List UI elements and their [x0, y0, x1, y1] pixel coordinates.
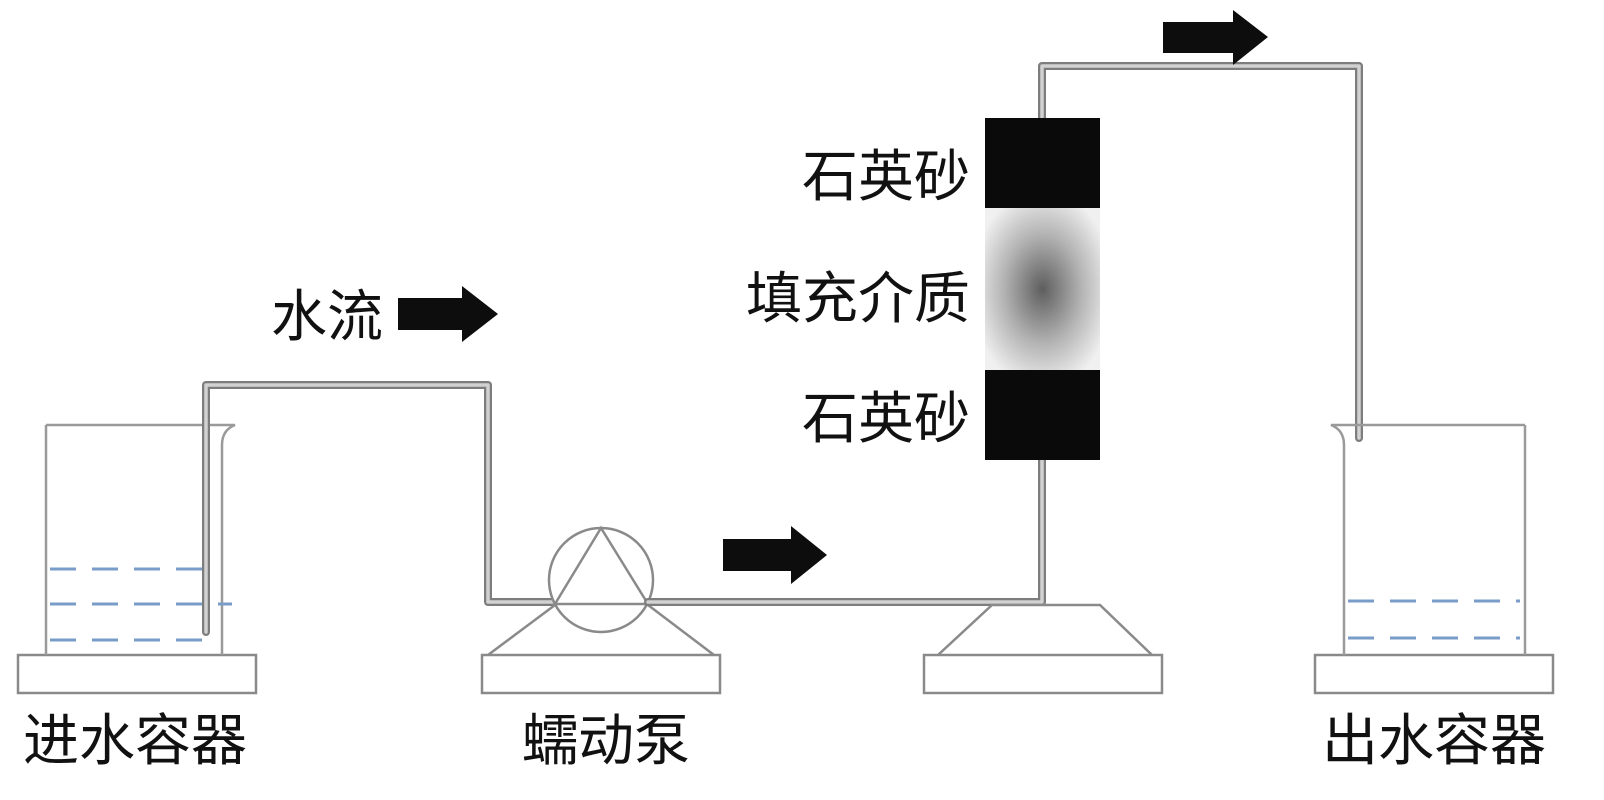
pump-triangle-icon [552, 525, 651, 606]
flow-arrow-icon-3 [1163, 10, 1268, 65]
filling-media-label: 填充介质 [746, 267, 970, 332]
column-stand-support [937, 603, 1153, 656]
quartz-sand-bottom-label: 石英砂 [802, 387, 970, 452]
column-stand [922, 603, 1164, 695]
pump-support-left [487, 603, 556, 657]
flow-label: 水流 [271, 285, 383, 350]
column-stand-base [922, 653, 1164, 695]
column-quartz-sand-bottom [985, 370, 1100, 460]
flow-arrow-icon-1 [398, 286, 498, 342]
pump-rotor [547, 526, 655, 634]
pump-base [480, 653, 722, 695]
outlet-beaker-base [1313, 653, 1555, 695]
pump-support-right [647, 604, 715, 656]
inlet-beaker [16, 423, 258, 695]
outlet-beaker [1313, 423, 1555, 695]
filter-column [985, 118, 1100, 460]
column-quartz-sand-top [985, 118, 1100, 208]
inlet-beaker-base [16, 653, 258, 695]
flow-arrow-icon-2 [723, 526, 827, 584]
inlet-container-label: 进水容器 [23, 709, 247, 774]
peristaltic-pump [480, 525, 722, 695]
outlet-beaker-body [1330, 423, 1527, 655]
inlet-beaker-body [44, 423, 236, 655]
outlet-pipe [644, 62, 1363, 606]
inlet-pipe [202, 381, 559, 636]
column-filling-media [985, 208, 1100, 370]
quartz-sand-top-label: 石英砂 [802, 145, 970, 210]
pump-label: 蠕动泵 [522, 709, 690, 774]
outlet-container-label: 出水容器 [1322, 709, 1546, 774]
